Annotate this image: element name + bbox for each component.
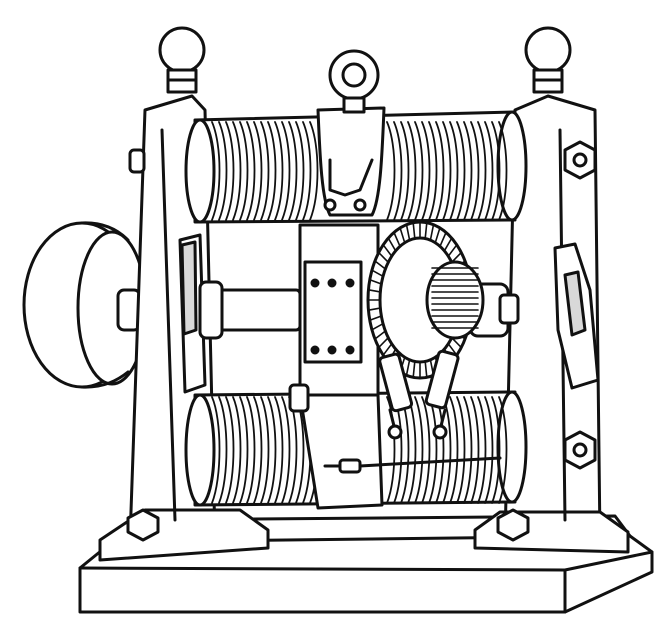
winding-stroke	[412, 221, 416, 240]
top-terminal-gauge	[328, 49, 380, 114]
winding-stroke	[484, 121, 494, 221]
winding-stroke	[246, 121, 256, 221]
winding-stroke	[374, 330, 387, 340]
winding-stroke	[449, 396, 459, 504]
frame-bolt-lower-right	[563, 430, 597, 470]
winding-stroke	[498, 121, 508, 221]
winding-stroke	[371, 322, 384, 331]
winding-stroke	[225, 396, 235, 504]
winding-stroke	[421, 121, 431, 221]
left-side-stud	[128, 148, 146, 174]
winding-stroke	[428, 121, 438, 221]
winding-stroke	[491, 396, 501, 504]
base-bolt-left	[126, 508, 160, 542]
winding-stroke	[443, 237, 453, 252]
winding-stroke	[232, 121, 242, 221]
winding-stroke	[429, 223, 435, 241]
winding-stroke	[414, 396, 424, 504]
winding-stroke	[449, 121, 459, 221]
winding-stroke	[260, 121, 270, 221]
winding-stroke	[239, 121, 249, 221]
winding-stroke	[295, 121, 305, 221]
winding-stroke	[377, 336, 390, 349]
winding-stroke	[470, 396, 480, 504]
winding-stroke	[302, 121, 312, 221]
winding-stroke	[288, 121, 298, 221]
armature-core	[298, 223, 380, 397]
base-bolt-right	[496, 508, 530, 542]
lower-yoke-band	[288, 383, 502, 510]
winding-stroke	[246, 396, 256, 504]
winding-stroke	[274, 396, 284, 504]
winding-stroke	[405, 223, 411, 241]
frame-bolt-upper-right	[563, 140, 597, 180]
winding-stroke	[470, 121, 480, 221]
winding-stroke	[367, 307, 382, 311]
winding-stroke	[456, 121, 466, 221]
brush-holder-assembly	[378, 349, 460, 440]
winding-stroke	[369, 279, 383, 285]
winding-stroke	[239, 396, 249, 504]
winding-stroke	[447, 244, 458, 257]
winding-stroke	[377, 251, 390, 264]
winding-stroke	[382, 244, 393, 257]
winding-stroke	[405, 359, 411, 377]
winding-stroke	[435, 121, 445, 221]
winding-stroke	[386, 121, 396, 221]
winding-stroke	[281, 396, 291, 504]
winding-stroke	[218, 396, 228, 504]
winding-stroke	[407, 121, 417, 221]
winding-stroke	[434, 227, 441, 244]
winding-stroke	[382, 343, 393, 356]
left-top-knob	[158, 26, 206, 94]
winding-stroke	[477, 121, 487, 221]
winding-stroke	[225, 121, 235, 221]
winding-stroke	[274, 121, 284, 221]
winding-stroke	[218, 121, 228, 221]
winding-stroke	[439, 231, 447, 248]
winding-stroke	[498, 396, 508, 504]
winding-stroke	[399, 227, 406, 244]
winding-stroke	[400, 121, 410, 221]
winding-stroke	[491, 121, 501, 221]
winding-stroke	[367, 289, 382, 293]
winding-stroke	[369, 315, 383, 321]
winding-stroke	[267, 396, 277, 504]
winding-stroke	[232, 396, 242, 504]
winding-stroke	[374, 260, 387, 270]
winding-stroke	[421, 396, 431, 504]
winding-stroke	[424, 221, 428, 240]
winding-stroke	[211, 396, 221, 504]
winding-stroke	[393, 231, 401, 248]
winding-stroke	[386, 396, 396, 504]
winding-stroke	[371, 269, 384, 278]
winding-stroke	[463, 121, 473, 221]
winding-stroke	[309, 121, 319, 221]
winding-stroke	[412, 360, 416, 379]
winding-stroke	[253, 396, 263, 504]
base-plate	[78, 514, 654, 614]
winding-stroke	[267, 121, 277, 221]
winding-stroke	[442, 121, 452, 221]
winding-stroke	[456, 396, 466, 504]
upper-yoke-band	[316, 106, 386, 217]
winding-stroke	[281, 121, 291, 221]
winding-stroke	[414, 121, 424, 221]
winding-stroke	[260, 396, 270, 504]
drive-pulley	[22, 221, 148, 389]
winding-stroke	[393, 121, 403, 221]
commutator-disc	[366, 220, 485, 380]
winding-stroke	[477, 396, 487, 504]
winding-stroke	[463, 396, 473, 504]
winding-stroke	[424, 360, 428, 379]
winding-stroke	[387, 237, 397, 252]
winding-stroke	[253, 121, 263, 221]
winding-stroke	[484, 396, 494, 504]
right-top-knob	[524, 26, 572, 94]
winding-stroke	[211, 121, 221, 221]
